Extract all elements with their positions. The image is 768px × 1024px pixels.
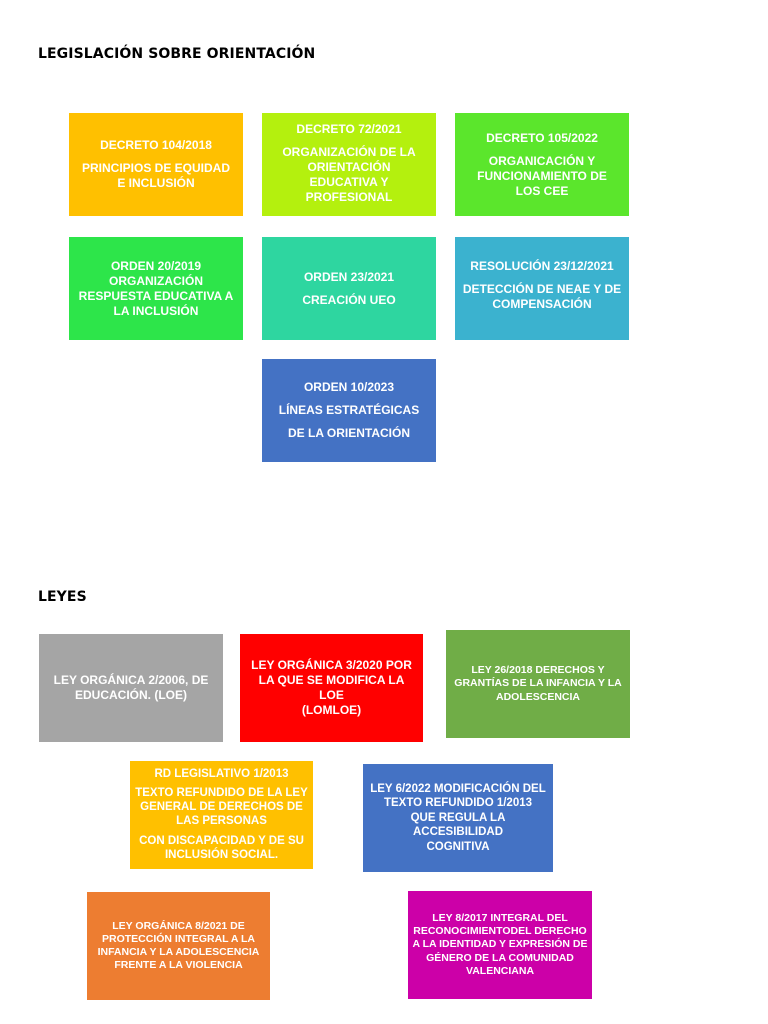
box-body-line: GENERAL DE DERECHOS DE [140, 801, 303, 814]
box-body-line: INCLUSIÓN SOCIAL. [164, 848, 279, 861]
box-orden-10-2023: ORDEN 10/2023 LÍNEAS ESTRATÉGICAS DE LA … [262, 359, 436, 462]
box-body-line: GRANTÍAS DE LA INFANCIA Y LA [454, 677, 622, 690]
box-ley-6-2022: LEY 6/2022 MODIFICACIÓN DEL TEXTO REFUND… [363, 764, 553, 872]
box-body-line: CREACIÓN UEO [302, 292, 396, 307]
box-ley-26-2018: LEY 26/2018 DERECHOS Y GRANTÍAS DE LA IN… [446, 630, 630, 738]
box-body-line: QUE REGULA LA ACCESIBILIDAD [410, 811, 506, 839]
box-body-line: ADOLESCENCIA [495, 690, 580, 703]
box-ley-organica-2-2006: LEY ORGÁNICA 2/2006, DE EDUCACIÓN. (LOE) [39, 634, 223, 742]
box-body-line: LEY 8/2017 INTEGRAL DEL [432, 912, 568, 925]
box-decreto-104-2018: DECRETO 104/2018 PRINCIPIOS DE EQUIDAD E… [69, 113, 243, 216]
box-body-line: DE LA ORIENTACIÓN [288, 426, 410, 440]
box-body-line: LOS CEE [515, 183, 569, 198]
box-body-line: RESPUESTA EDUCATIVA A [78, 288, 234, 303]
box-title: RESOLUCIÓN 23/12/2021 [470, 259, 614, 273]
box-orden-23-2021: ORDEN 23/2021 CREACIÓN UEO [262, 237, 436, 340]
box-body-line: ORIENTACIÓN [307, 160, 391, 174]
box-title: ORDEN 20/2019 [110, 258, 202, 273]
box-body-line: A LA IDENTIDAD Y EXPRESIÓN DE [412, 938, 588, 951]
box-orden-20-2019: ORDEN 20/2019 ORGANIZACIÓN RESPUESTA EDU… [69, 237, 243, 340]
box-body-line: PROFESIONAL [305, 190, 393, 204]
box-body-line: TEXTO REFUNDIDO 1/2013 [383, 797, 533, 810]
box-body-line: COGNITIVA [426, 840, 490, 853]
box-body-line: EDUCACIÓN. (LOE) [75, 688, 187, 702]
box-body-line: LAS PERSONAS [176, 815, 267, 827]
box-body-line: FUNCIONAMIENTO DE [477, 168, 607, 183]
box-title: ORDEN 10/2023 [303, 380, 395, 394]
box-body-line: LA QUE SE MODIFICA LA LOE [258, 673, 405, 702]
box-ley-8-2017: LEY 8/2017 INTEGRAL DEL RECONOCIMIENTODE… [408, 891, 592, 999]
box-body-line: INFANCIA Y LA ADOLESCENCIA [97, 946, 260, 958]
box-body-line: RECONOCIMIENTODEL DERECHO [413, 925, 587, 938]
box-body-line: VALENCIANA [465, 964, 535, 977]
box-body-line: LA INCLUSIÓN [113, 303, 199, 318]
box-body-line: FRENTE A LA VIOLENCIA [114, 959, 243, 972]
box-decreto-105-2022: DECRETO 105/2022 ORGANICACIÓN Y FUNCIONA… [455, 113, 629, 216]
box-body-line: COMPENSACIÓN [492, 297, 592, 311]
box-body-line: (LOMLOE) [301, 703, 362, 717]
box-title: DECRETO 105/2022 [486, 130, 598, 145]
box-body-line: PROTECCIÓN INTEGRAL A LA [101, 932, 256, 945]
box-resolucion-23-12-2021: RESOLUCIÓN 23/12/2021 DETECCIÓN DE NEAE … [455, 237, 629, 340]
box-title: DECRETO 72/2021 [296, 122, 402, 136]
box-body-line: EDUCATIVA Y [309, 175, 389, 189]
box-body-line: LEY ORGÁNICA 3/2020 POR [251, 658, 412, 672]
box-body-line: LEY 26/2018 DERECHOS Y [471, 664, 605, 677]
box-body-line: E INCLUSIÓN [117, 176, 195, 190]
box-body-line: PRINCIPIOS DE EQUIDAD [81, 161, 231, 175]
box-body-line: ORGANIZACIÓN DE LA [282, 145, 416, 159]
box-body-line: DETECCIÓN DE NEAE Y DE [462, 282, 622, 296]
box-body-line: LEY ORGÁNICA 8/2021 DE [112, 919, 245, 932]
section-title-orientacion: LEGISLACIÓN SOBRE ORIENTACIÓN [38, 46, 316, 62]
box-body-line: LEY 6/2022 MODIFICACIÓN DEL [370, 783, 546, 796]
box-title: ORDEN 23/2021 [303, 269, 395, 284]
box-body-line: ORGANICACIÓN Y [488, 153, 596, 168]
box-body-line: LEY ORGÁNICA 2/2006, DE [53, 673, 209, 687]
box-body-line: GÉNERO DE LA COMUNIDAD [426, 951, 574, 964]
box-ley-organica-3-2020: LEY ORGÁNICA 3/2020 POR LA QUE SE MODIFI… [240, 634, 423, 742]
box-title: DECRETO 104/2018 [100, 138, 212, 152]
box-rd-legislativo-1-2013: RD LEGISLATIVO 1/2013 TEXTO REFUNDIDO DE… [130, 761, 313, 869]
box-ley-organica-8-2021: LEY ORGÁNICA 8/2021 DE PROTECCIÓN INTEGR… [87, 892, 270, 1000]
box-body-line: LÍNEAS ESTRATÉGICAS [278, 403, 420, 417]
section-title-leyes: LEYES [38, 589, 87, 605]
box-title: RD LEGISLATIVO 1/2013 [154, 767, 289, 780]
box-body-line: TEXTO REFUNDIDO DE LA LEY [135, 787, 308, 800]
box-decreto-72-2021: DECRETO 72/2021 ORGANIZACIÓN DE LA ORIEN… [262, 113, 436, 216]
box-body-line: CON DISCAPACIDAD Y DE SU [139, 834, 304, 847]
box-body-line: ORGANIZACIÓN [109, 273, 203, 288]
